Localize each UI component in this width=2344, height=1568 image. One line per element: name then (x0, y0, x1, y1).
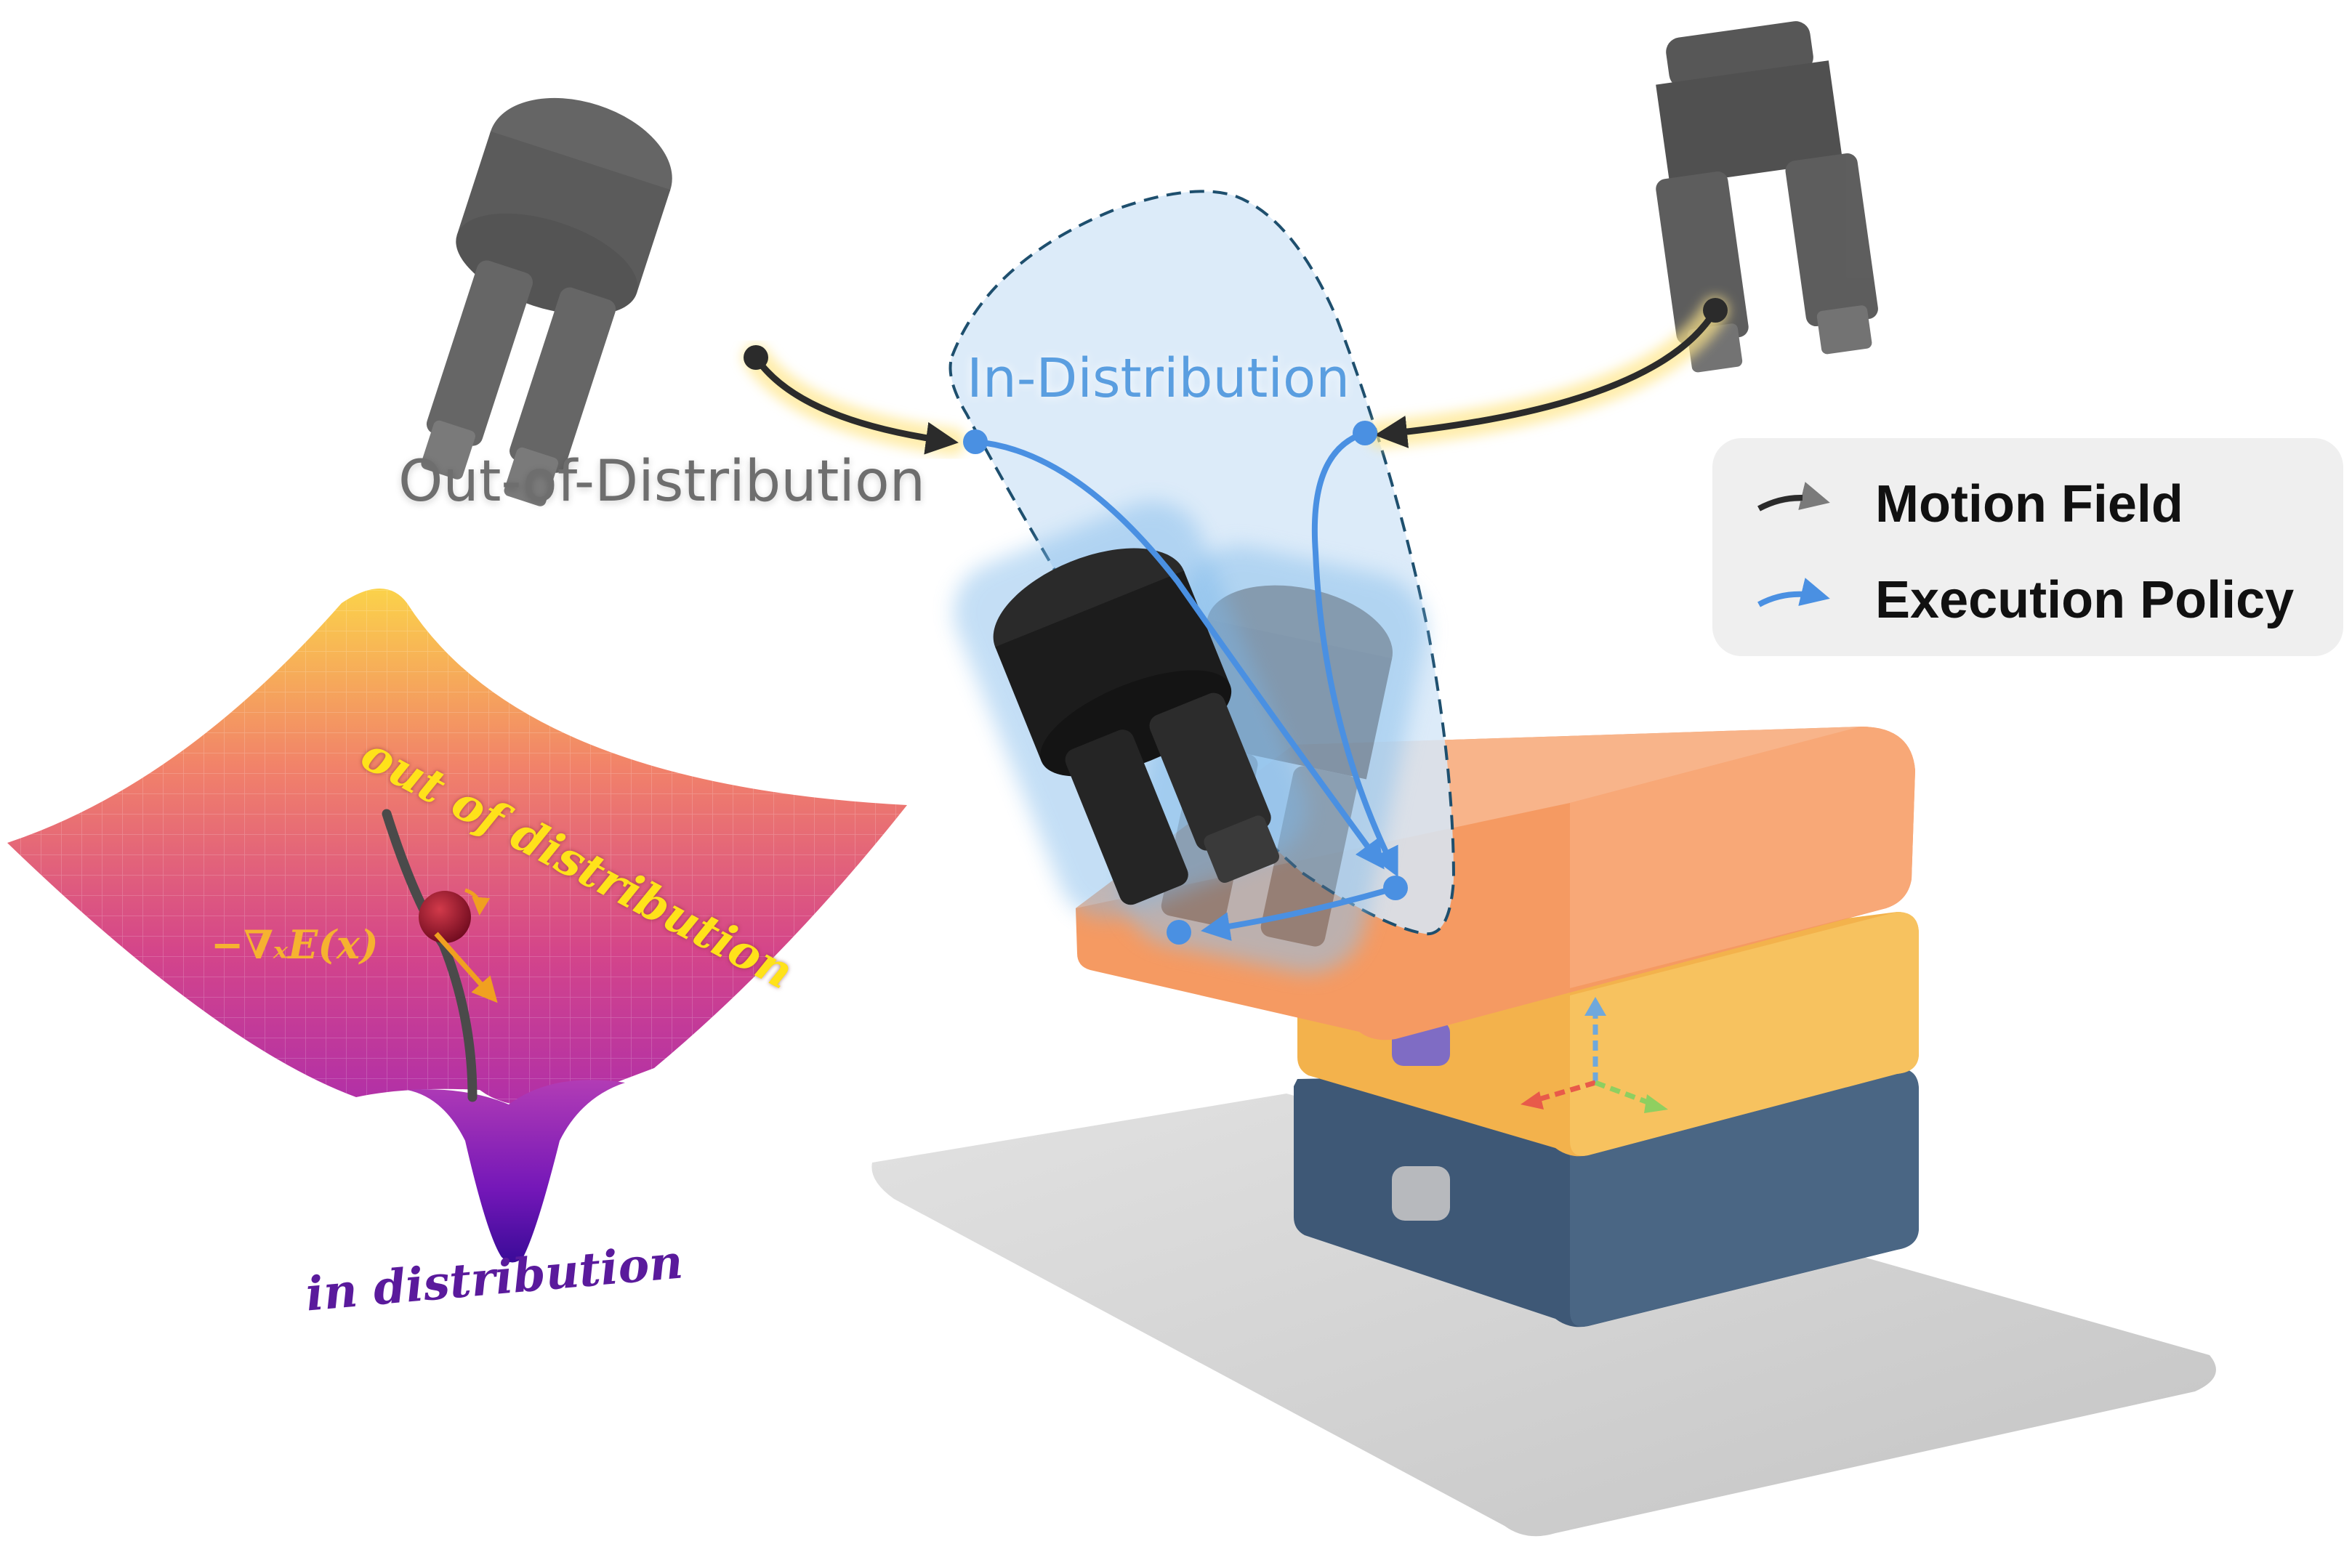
legend-motion-field-label: Motion Field (1875, 475, 2183, 533)
bottom-drawer-handle (1392, 1166, 1450, 1221)
legend-motion-field-icon (1757, 482, 1830, 512)
legend: Motion Field Execution Policy (1712, 438, 2343, 656)
motion-field-arrows (742, 296, 1729, 456)
gripper-icon (1656, 21, 1878, 373)
gripper-icon (954, 501, 1308, 919)
legend-execution-policy-label: Execution Policy (1875, 571, 2295, 629)
execution-policy-arrows (963, 421, 1408, 945)
axes-icon (1521, 997, 1668, 1113)
gradient-arrow (434, 931, 498, 1003)
in-distribution-label: In-Distribution (967, 347, 1350, 410)
out-of-distribution-label: Out-of-Distribution (398, 449, 926, 514)
legend-execution-policy-icon (1757, 578, 1830, 607)
state-ball (419, 891, 471, 943)
gradient-label: −∇ₓE(x) (211, 921, 379, 968)
gripper-icon (421, 97, 672, 506)
energy-surface-icon (7, 589, 907, 1263)
